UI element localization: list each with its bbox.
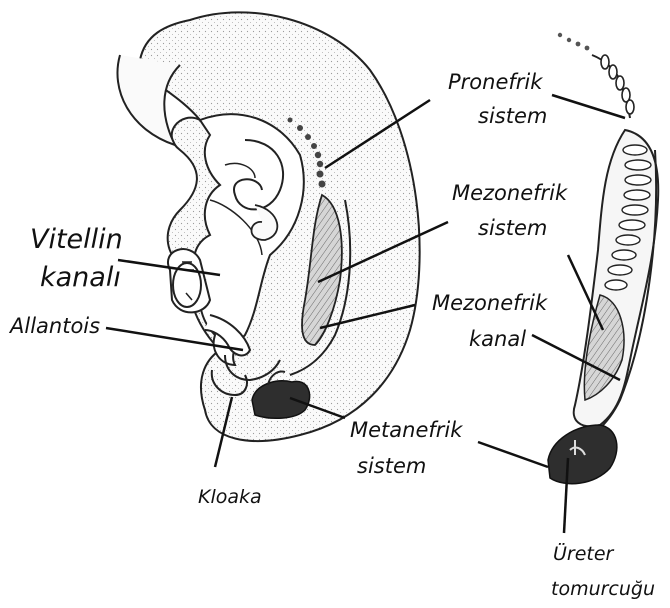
label-vitellin: Vitellin [30, 226, 123, 253]
pronephric-loops-right [601, 55, 634, 114]
label-ureter: Üreter [553, 545, 613, 564]
label-mezonefrik-sistem-2: sistem [478, 218, 547, 239]
leader-metanefrik-right [478, 442, 548, 467]
label-kloaka: Kloaka [198, 488, 262, 507]
metanephros-embryo [252, 381, 310, 418]
pronephros-beads-right [558, 33, 590, 51]
label-allantois: Allantois [10, 316, 100, 337]
label-mezonefrik-kanal: Mezonefrik [432, 293, 547, 314]
label-metanefrik: Metanefrik [350, 420, 462, 441]
label-pronefrik: Pronefrik [448, 72, 542, 93]
metanephros-right [548, 425, 617, 484]
leader-pronefrik-right [552, 95, 625, 118]
label-mezonefrik-sistem: Mezonefrik [452, 183, 567, 204]
head-fold [117, 55, 180, 145]
label-mezonefrik-kanal-2: kanal [469, 329, 526, 350]
label-vitellin-kanali: kanalı [40, 264, 121, 291]
label-pronefrik-sistem: sistem [478, 106, 547, 127]
label-metanefrik-sistem: sistem [357, 456, 426, 477]
label-ureter-tomurcugu: tomurcuğu [551, 580, 655, 599]
